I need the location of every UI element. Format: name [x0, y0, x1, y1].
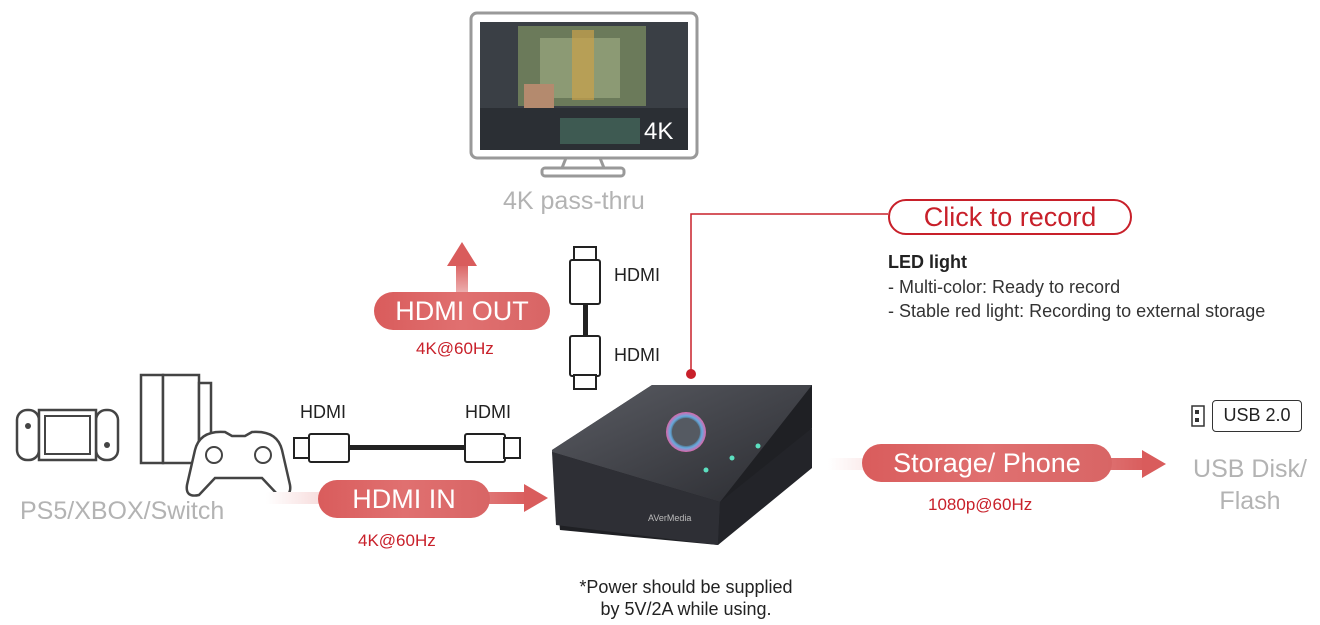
- hdmi-in-spec: 4K@60Hz: [358, 531, 436, 550]
- hdmi-out-pill: HDMI OUT: [374, 292, 550, 330]
- horizontal-cable-right-label: HDMI: [465, 402, 511, 422]
- monitor-icon: [469, 11, 699, 178]
- device-brand-label: AVerMedia: [648, 513, 691, 523]
- led-line-ready: - Multi-color: Ready to record: [888, 277, 1121, 297]
- usb-stick-icon: [1191, 405, 1205, 427]
- horizontal-hdmi-cable-icon: [293, 433, 521, 463]
- source-caption: PS5/XBOX/Switch: [20, 497, 225, 525]
- storage-phone-pill: Storage/ Phone: [862, 444, 1112, 482]
- capture-device-image: AVerMedia: [552, 385, 812, 545]
- horizontal-cable-left-label: HDMI: [300, 402, 346, 422]
- vertical-cable-bottom-label: HDMI: [614, 345, 660, 365]
- usb-2-badge: USB 2.0: [1212, 400, 1302, 432]
- usb-caption-line1: USB Disk/: [1193, 455, 1307, 483]
- power-note: *Power should be supplied by 5V/2A while…: [556, 576, 816, 620]
- console-icon: [139, 373, 213, 465]
- monitor-caption: 4K pass-thru: [503, 187, 645, 215]
- switch-icon: [15, 408, 120, 462]
- gamepad-icon: [185, 430, 292, 497]
- hdmi-out-spec: 4K@60Hz: [416, 339, 494, 358]
- usb-caption: USB Disk/ Flash: [1182, 453, 1318, 517]
- power-note-line1: *Power should be supplied: [579, 577, 793, 597]
- storage-spec: 1080p@60Hz: [928, 495, 1033, 514]
- vertical-hdmi-cable-icon: [569, 246, 601, 390]
- vertical-cable-top-label: HDMI: [614, 265, 660, 285]
- led-title: LED light: [888, 252, 967, 272]
- usb-caption-line2: Flash: [1219, 487, 1281, 515]
- power-note-line2: by 5V/2A while using.: [600, 599, 772, 619]
- led-line-recording: - Stable red light: Recording to externa…: [888, 301, 1266, 321]
- hdmi-in-pill: HDMI IN: [318, 480, 490, 518]
- monitor-4k-badge: 4K: [644, 118, 674, 145]
- click-to-record-label: Click to record: [888, 199, 1132, 235]
